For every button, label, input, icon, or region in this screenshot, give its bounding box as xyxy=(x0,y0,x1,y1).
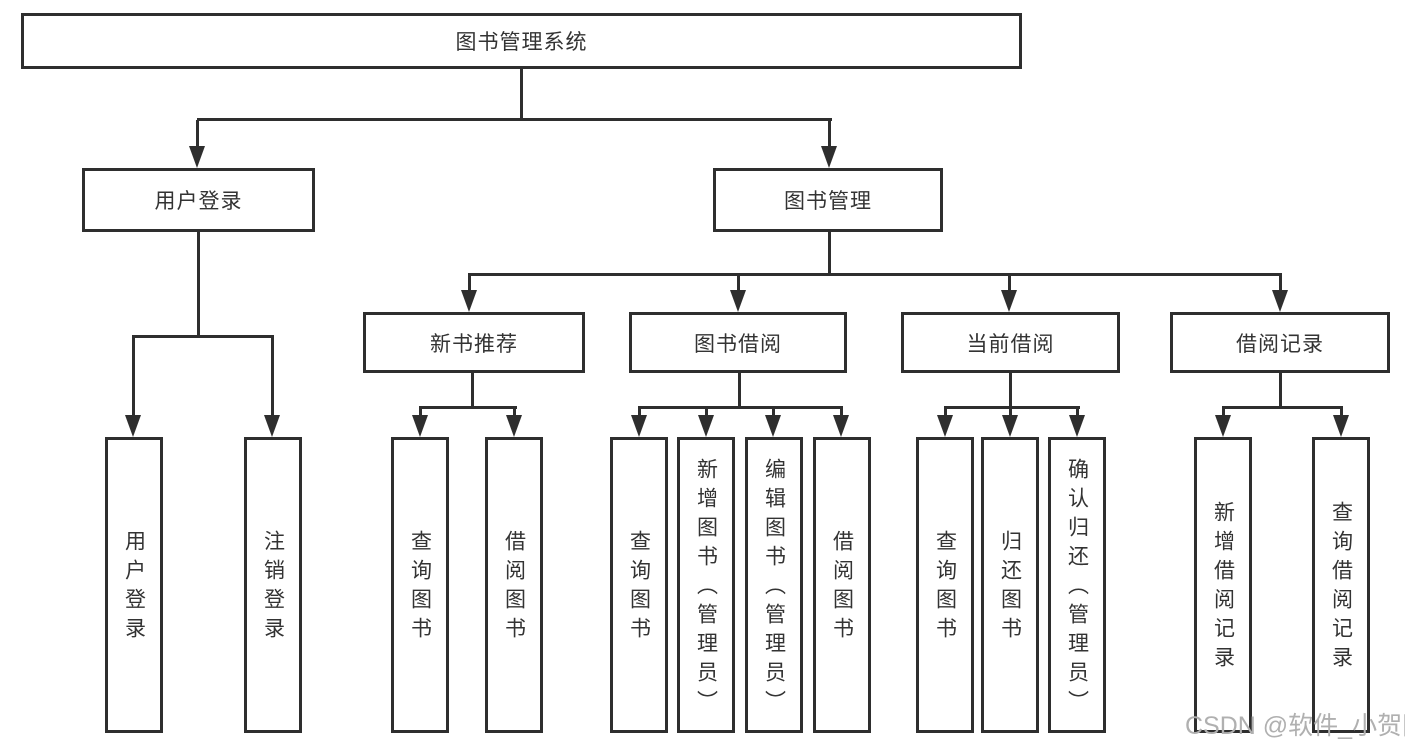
connector-line xyxy=(1076,408,1079,419)
connector-line xyxy=(132,335,274,338)
connector-line xyxy=(468,273,1282,276)
arrow-down-icon xyxy=(631,415,647,437)
arrow-down-icon xyxy=(1069,415,1085,437)
connector-line xyxy=(468,275,471,293)
connector-line xyxy=(1008,275,1011,293)
node-new-book-recommend-label: 新书推荐 xyxy=(430,332,518,356)
connector-line xyxy=(638,406,843,409)
connector-line xyxy=(772,408,775,419)
node-root: 图书管理系统 xyxy=(21,13,1022,69)
connector-line xyxy=(419,406,517,409)
arrow-down-icon xyxy=(125,415,141,437)
leaf-label: 查询图书 xyxy=(627,530,651,646)
node-user-login: 用户登录 xyxy=(82,168,315,232)
leaf-label: 编辑图书（管理员） xyxy=(762,457,786,719)
leaf-label: 新增借阅记录 xyxy=(1211,501,1235,675)
node-borrow-records: 借阅记录 xyxy=(1170,312,1390,373)
leaf-label: 查询图书 xyxy=(933,530,957,646)
node-current-borrow-label: 当前借阅 xyxy=(966,332,1055,356)
connector-line xyxy=(738,373,741,406)
arrow-down-icon xyxy=(506,415,522,437)
leaf-label: 借阅图书 xyxy=(502,530,526,646)
node-borrow-records-label: 借阅记录 xyxy=(1236,332,1324,356)
leaf-add-books-admin: 新增图书（管理员） xyxy=(677,437,735,733)
arrow-down-icon xyxy=(1001,290,1017,312)
arrow-down-icon xyxy=(189,146,205,168)
leaf-label: 注销登录 xyxy=(261,530,285,646)
leaf-label: 确认归还（管理员） xyxy=(1065,457,1089,719)
node-book-management: 图书管理 xyxy=(713,168,943,232)
connector-line xyxy=(471,373,474,406)
leaf-confirm-return-admin: 确认归还（管理员） xyxy=(1048,437,1106,733)
connector-line xyxy=(197,232,200,335)
leaf-query-borrow-record: 查询借阅记录 xyxy=(1312,437,1370,733)
leaf-label: 用户登录 xyxy=(122,530,146,646)
leaf-label: 查询图书 xyxy=(408,530,432,646)
connector-line xyxy=(271,337,274,419)
leaf-borrow-query-books: 查询图书 xyxy=(610,437,668,733)
arrow-down-icon xyxy=(765,415,781,437)
connector-line xyxy=(1279,275,1282,293)
connector-line xyxy=(513,408,516,419)
arrow-down-icon xyxy=(1002,415,1018,437)
leaf-label: 新增图书（管理员） xyxy=(694,457,718,719)
arrow-down-icon xyxy=(833,415,849,437)
connector-line xyxy=(419,408,422,419)
arrow-down-icon xyxy=(698,415,714,437)
connector-line xyxy=(828,120,831,150)
leaf-user-login: 用户登录 xyxy=(105,437,163,733)
csdn-watermark: CSDN @软件_小贺同学 xyxy=(1185,712,1405,740)
node-book-management-label: 图书管理 xyxy=(784,190,872,213)
leaf-label: 查询借阅记录 xyxy=(1329,501,1353,675)
connector-line xyxy=(1009,373,1012,406)
arrow-down-icon xyxy=(1333,415,1349,437)
connector-line xyxy=(520,69,523,118)
node-root-label: 图书管理系统 xyxy=(455,31,588,54)
leaf-current-query-books: 查询图书 xyxy=(916,437,974,733)
arrow-down-icon xyxy=(461,290,477,312)
node-new-book-recommend: 新书推荐 xyxy=(363,312,585,373)
arrow-down-icon xyxy=(730,290,746,312)
node-book-borrow: 图书借阅 xyxy=(629,312,847,373)
connector-line xyxy=(1009,408,1012,419)
node-user-login-label: 用户登录 xyxy=(154,190,243,213)
arrow-down-icon xyxy=(821,146,837,168)
arrow-down-icon xyxy=(412,415,428,437)
arrow-down-icon xyxy=(937,415,953,437)
arrow-down-icon xyxy=(1272,290,1288,312)
node-book-borrow-label: 图书借阅 xyxy=(694,332,782,356)
connector-line xyxy=(840,408,843,419)
arrow-down-icon xyxy=(1215,415,1231,437)
leaf-add-borrow-record: 新增借阅记录 xyxy=(1194,437,1252,733)
connector-line xyxy=(1222,406,1343,409)
leaf-label: 归还图书 xyxy=(998,530,1022,646)
connector-line xyxy=(196,120,199,150)
connector-line xyxy=(1222,408,1225,419)
connector-line xyxy=(1340,408,1343,419)
leaf-edit-books-admin: 编辑图书（管理员） xyxy=(745,437,803,733)
leaf-borrow-books: 借阅图书 xyxy=(813,437,871,733)
connector-line xyxy=(197,118,832,121)
leaf-label: 借阅图书 xyxy=(830,530,854,646)
connector-line xyxy=(944,408,947,419)
connector-line xyxy=(737,275,740,293)
leaf-logout: 注销登录 xyxy=(244,437,302,733)
connector-line xyxy=(944,406,1080,409)
connector-line xyxy=(705,408,708,419)
connector-line xyxy=(638,408,641,419)
leaf-return-books: 归还图书 xyxy=(981,437,1039,733)
connector-line xyxy=(132,337,135,419)
arrow-down-icon xyxy=(264,415,280,437)
leaf-recommend-borrow-books: 借阅图书 xyxy=(485,437,543,733)
leaf-recommend-query-books: 查询图书 xyxy=(391,437,449,733)
connector-line xyxy=(1279,373,1282,406)
connector-line xyxy=(828,232,831,273)
node-current-borrow: 当前借阅 xyxy=(901,312,1120,373)
